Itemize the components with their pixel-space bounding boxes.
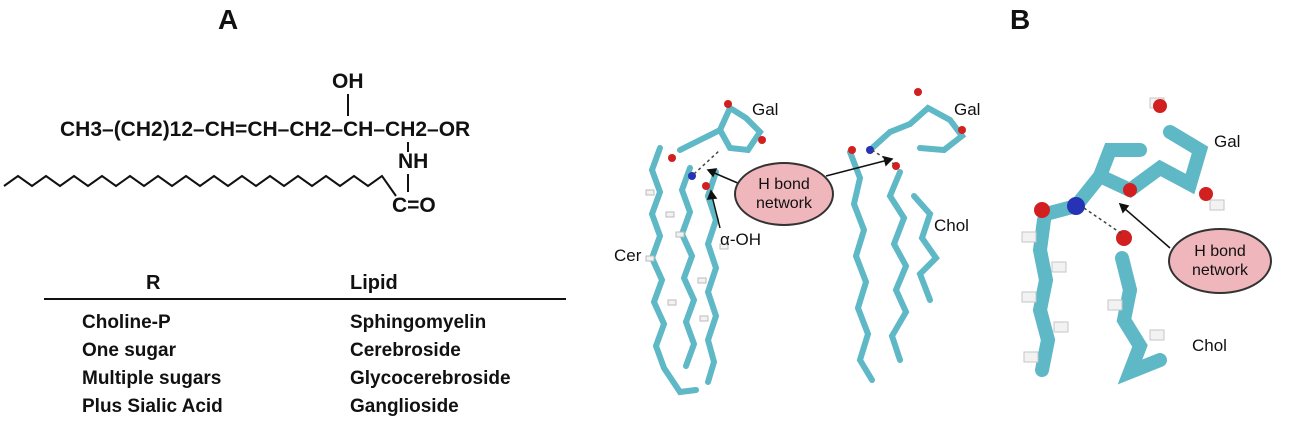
model-cer-heteroatoms [668, 100, 766, 190]
table-row-1-r: Choline-P [82, 312, 171, 333]
table-row-4-lipid: Ganglioside [350, 396, 459, 417]
arrows-mid [706, 155, 894, 229]
model-chol-mid-heteroatoms [848, 88, 966, 170]
label-gal-left: Gal [752, 100, 779, 119]
label-cer: Cer [614, 246, 642, 265]
table-row-2-r: One sugar [82, 340, 176, 361]
label-chol-b: Chol [1192, 336, 1227, 355]
hbond-dash-mid [871, 149, 895, 165]
panel-label-a: A [218, 4, 239, 35]
table-header-r: R [146, 272, 161, 294]
model-chol-mid [847, 104, 967, 383]
table-header-lipid: Lipid [350, 272, 398, 294]
model-b-heteroatoms [1034, 99, 1213, 246]
table-row-2-lipid: Cerebroside [350, 340, 461, 361]
hbond-network-bubble-b: H bond network [1168, 228, 1272, 294]
label-gal-mid: Gal [954, 100, 981, 119]
table-row-4-r: Plus Sialic Acid [82, 396, 223, 417]
label-chol-mid: Chol [934, 216, 969, 235]
structure-oh: OH [332, 70, 364, 93]
label-gal-b: Gal [1214, 132, 1241, 151]
hbond-dash-b [1083, 207, 1123, 235]
table-row-3-lipid: Glycocerebroside [350, 368, 511, 389]
table-row-3-r: Multiple sugars [82, 368, 222, 389]
structure-carbonyl: C=O [392, 194, 436, 217]
model-cer [648, 103, 764, 396]
table-row-1-lipid: Sphingomyelin [350, 312, 487, 333]
label-alpha-oh: α-OH [720, 230, 761, 249]
model-cer-hydrogens [645, 189, 729, 322]
structure-main-chain: CH3–(CH2)12–CH=CH–CH2–CH–CH2–OR [60, 118, 471, 141]
arrow-b [1118, 202, 1171, 249]
acyl-chain [3, 174, 397, 197]
hbond-network-bubble-mid: H bond network [734, 162, 834, 226]
panel-label-b: B [1010, 4, 1031, 35]
structure-nh: NH [398, 150, 429, 173]
